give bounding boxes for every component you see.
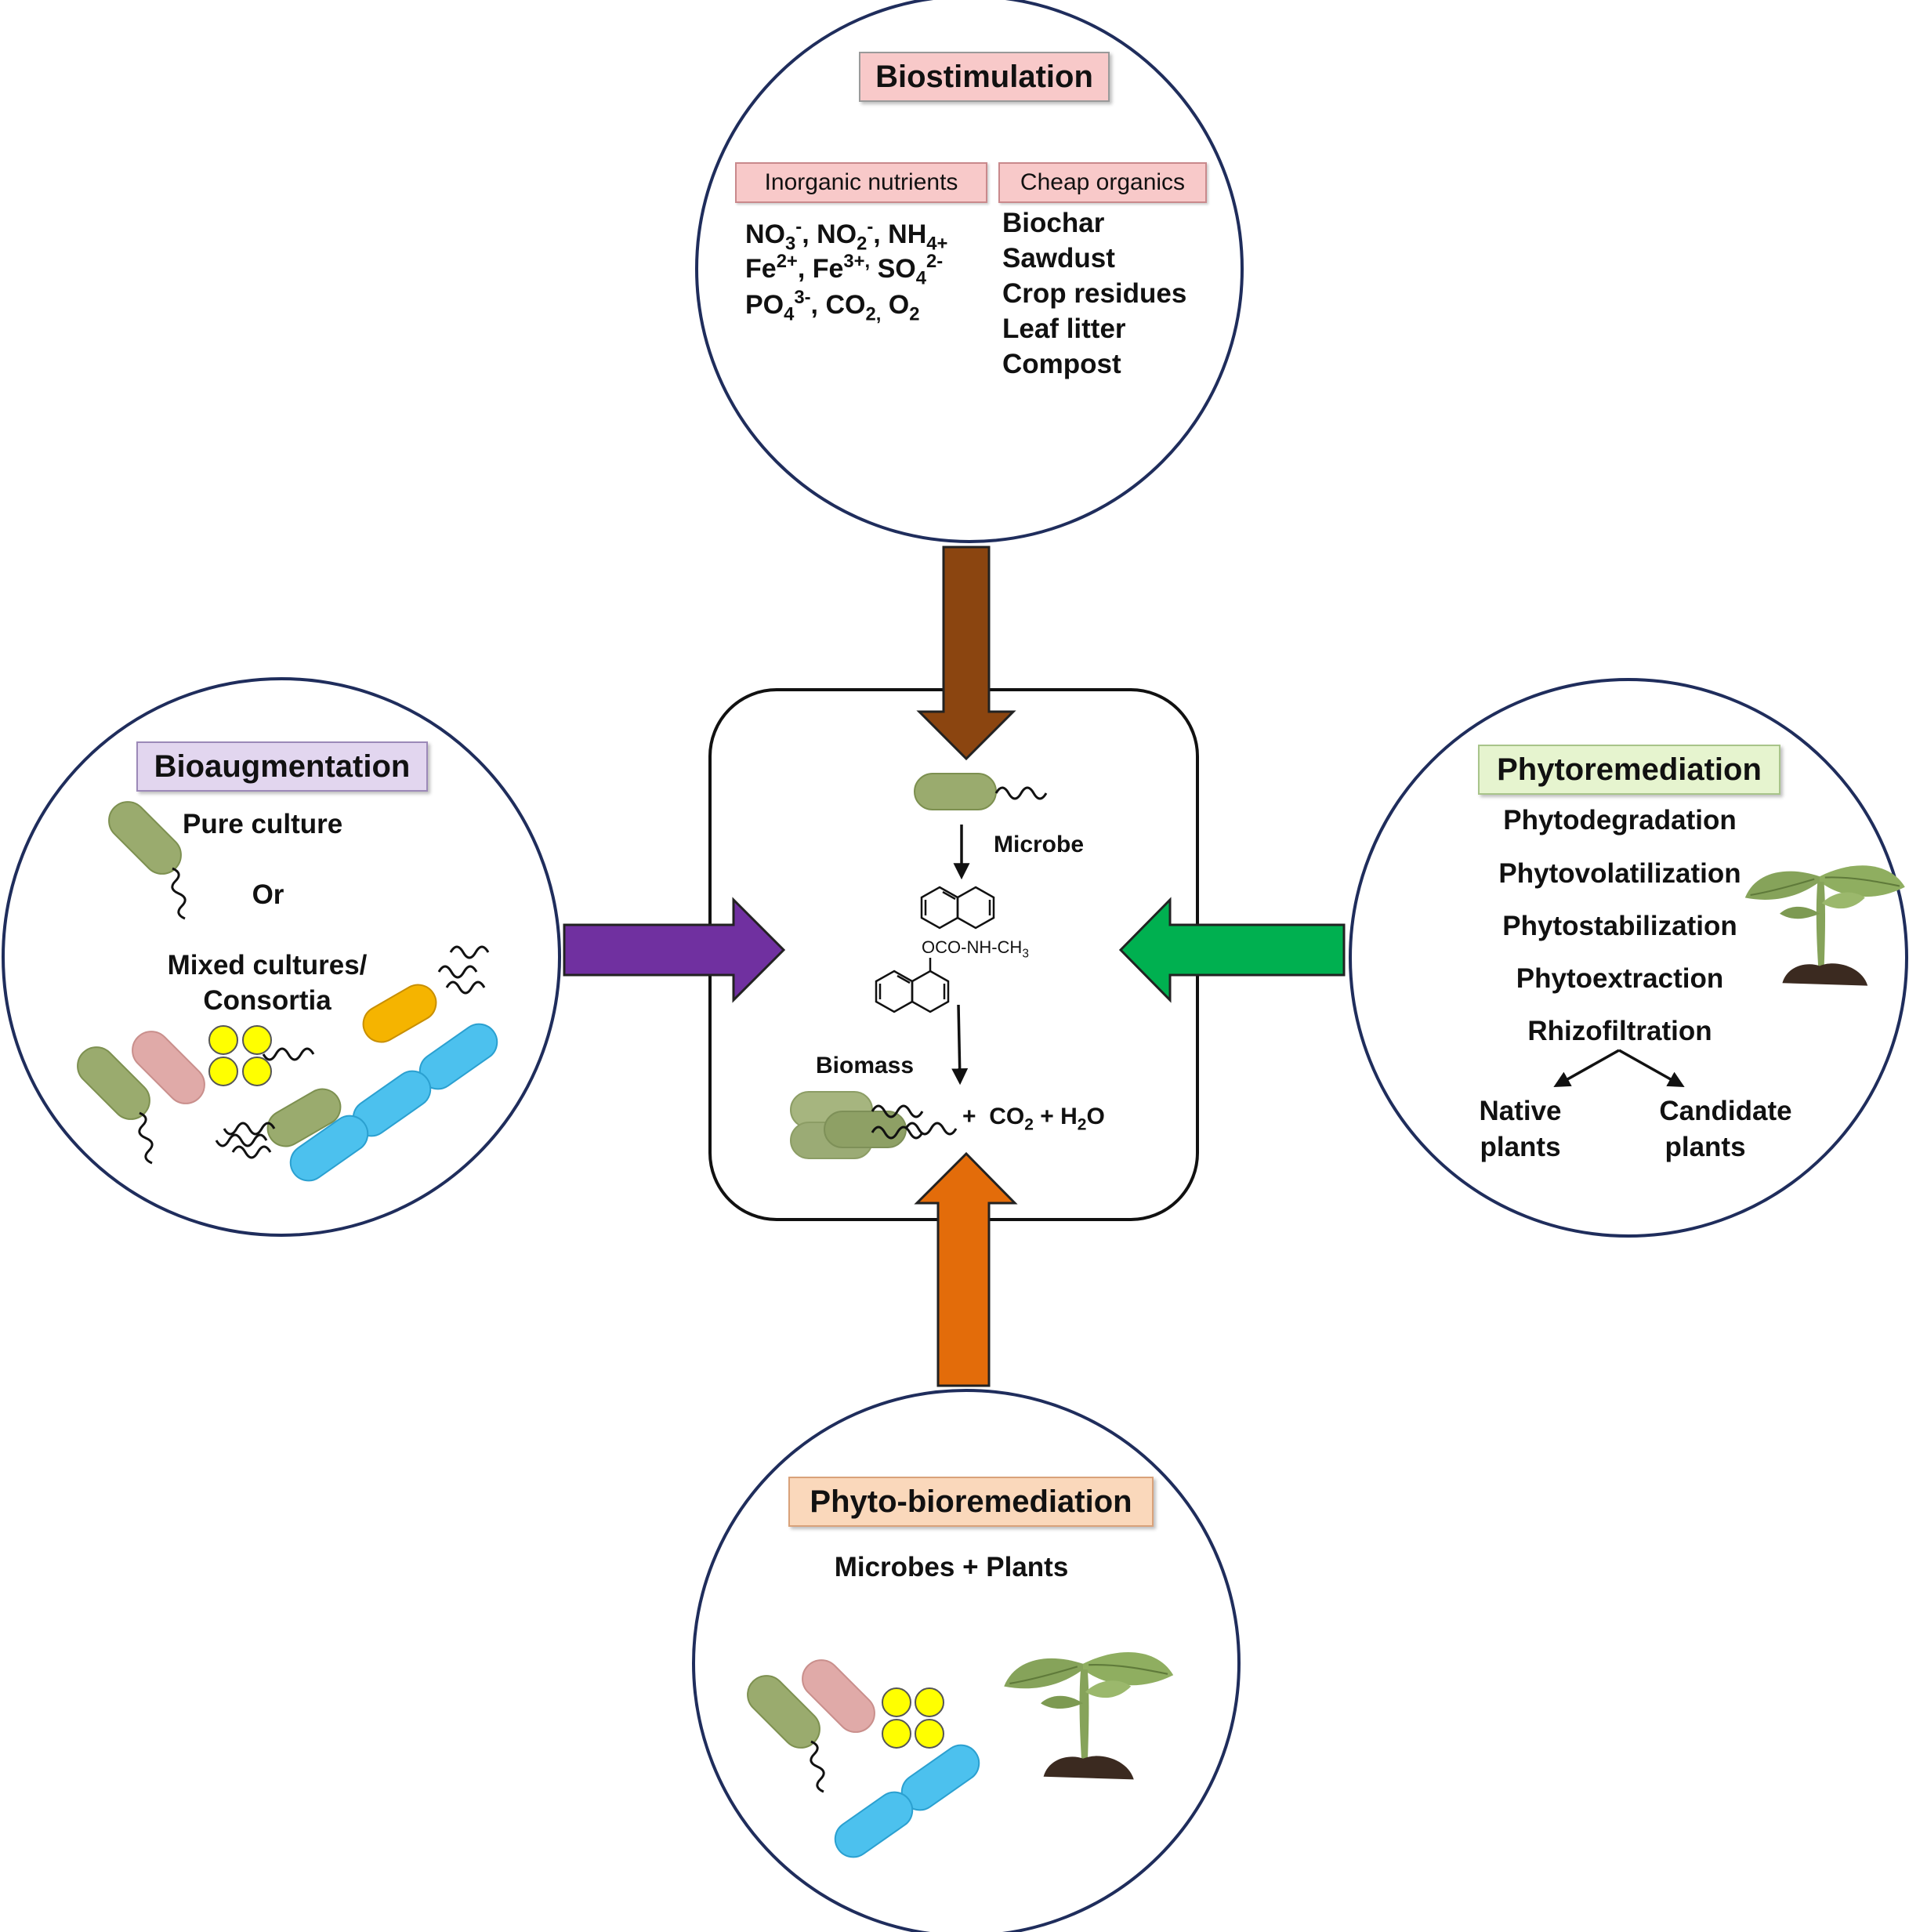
biomass-flagella-icon [871,1104,958,1140]
consortia-label: Consortia [203,985,331,1016]
phytostabilization-label: Phytostabilization [1502,911,1737,941]
mixed-cultures-label: Mixed cultures/ [167,950,368,980]
rhizo-branch-arrows [1553,1049,1685,1088]
compound-formula: OCO-NH-CH3 [922,937,1029,961]
microbe-label: Microbe [994,832,1085,857]
inorganic-line-1: NO3-, NO2-, NH4+ [745,216,948,255]
products-label: + CO2 + H2O [962,1104,1105,1134]
phytovolatilization-label: Phytovolatilization [1498,858,1741,889]
phytobioremediation-title-text: Phyto-bioremediation [810,1484,1132,1519]
organic-compost: Compost [1002,349,1121,379]
orange-up-arrow [914,1151,1018,1387]
phytoremediation-title: Phytoremediation [1478,745,1780,795]
organic-biochar: Biochar [1002,208,1105,238]
native-plants-line2: plants [1480,1132,1561,1162]
purple-right-arrow [563,897,786,1003]
cheap-organics-tag: Cheap organics [998,162,1207,203]
phytodegradation-label: Phytodegradation [1503,805,1737,836]
inorganic-line-3: PO43-, CO2, O2 [745,287,920,325]
organic-crop-residues: Crop residues [1002,278,1187,309]
phytoextraction-label: Phytoextraction [1516,963,1724,994]
biomass-label: Biomass [816,1053,915,1078]
bioaugmentation-title: Bioaugmentation [136,741,428,792]
microbes-plants-label: Microbes + Plants [834,1552,1069,1582]
compound-down-arrow [951,1004,969,1086]
brown-down-arrow [916,546,1016,761]
biostimulation-circle [695,0,1244,543]
organic-sawdust: Sawdust [1002,243,1115,274]
green-left-arrow [1118,897,1346,1003]
rhizofiltration-label: Rhizofiltration [1527,1016,1712,1046]
biostimulation-title: Biostimulation [859,52,1110,102]
phytobioremediation-title: Phyto-bioremediation [788,1477,1154,1527]
inorganic-nutrients-tag: Inorganic nutrients [735,162,987,203]
phytobio-microbes-icon [747,1659,980,1858]
phytoremediation-title-text: Phytoremediation [1497,752,1762,787]
bioaug-pure-culture-microbe-icon [108,801,187,920]
or-label: Or [252,879,284,910]
pure-culture-label: Pure culture [183,809,343,839]
naphthalene-icon [920,886,995,930]
microbe-icon [914,773,1048,810]
cheap-organics-label: Cheap organics [1020,169,1186,195]
native-plants-line1: Native [1479,1096,1562,1126]
carbaryl-structure-icon [875,958,950,1013]
biostimulation-title-text: Biostimulation [875,59,1093,94]
phytoremediation-circle [1349,678,1908,1238]
inorganic-line-2: Fe2+, Fe3+, SO42- [745,251,944,289]
candidate-plants-line1: Candidate [1659,1096,1792,1126]
inorganic-nutrients-label: Inorganic nutrients [764,169,958,195]
candidate-plants-line2: plants [1664,1132,1746,1162]
biomass-icon [790,1091,907,1159]
organic-leaf-litter: Leaf litter [1002,314,1126,344]
bioaugmentation-title-text: Bioaugmentation [154,749,411,784]
bioaug-consortia-icon [77,945,498,1182]
